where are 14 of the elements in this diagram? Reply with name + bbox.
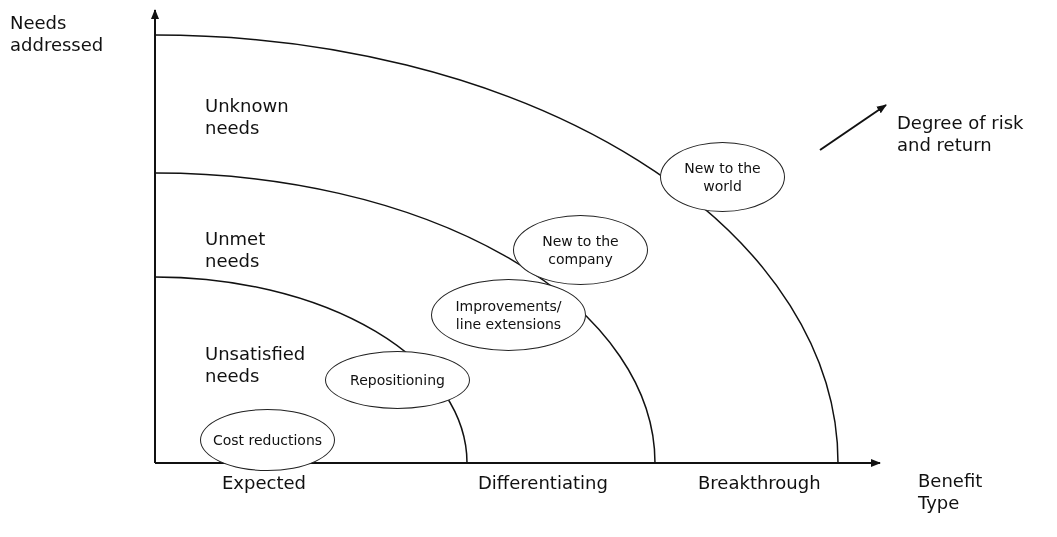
region-label: Unsatisfied needs bbox=[205, 343, 307, 387]
tick-label: Breakthrough bbox=[698, 472, 822, 494]
direction-label: Degree of risk and return bbox=[897, 112, 1025, 156]
tick-label: Expected bbox=[222, 472, 307, 494]
region-label: Unmet needs bbox=[205, 228, 267, 272]
node-text: Cost reductions bbox=[211, 431, 324, 449]
node-text: New to the company bbox=[541, 232, 620, 268]
node-text: Repositioning bbox=[349, 371, 446, 389]
region-label: Unknown needs bbox=[205, 95, 290, 139]
node-text: New to the world bbox=[683, 159, 762, 195]
axis-label: Benefit Type bbox=[918, 470, 984, 514]
axis-label: Needs addressed bbox=[10, 12, 105, 56]
node-text: Improvements/ line extensions bbox=[454, 297, 563, 333]
tick-label: Differentiating bbox=[478, 472, 609, 494]
